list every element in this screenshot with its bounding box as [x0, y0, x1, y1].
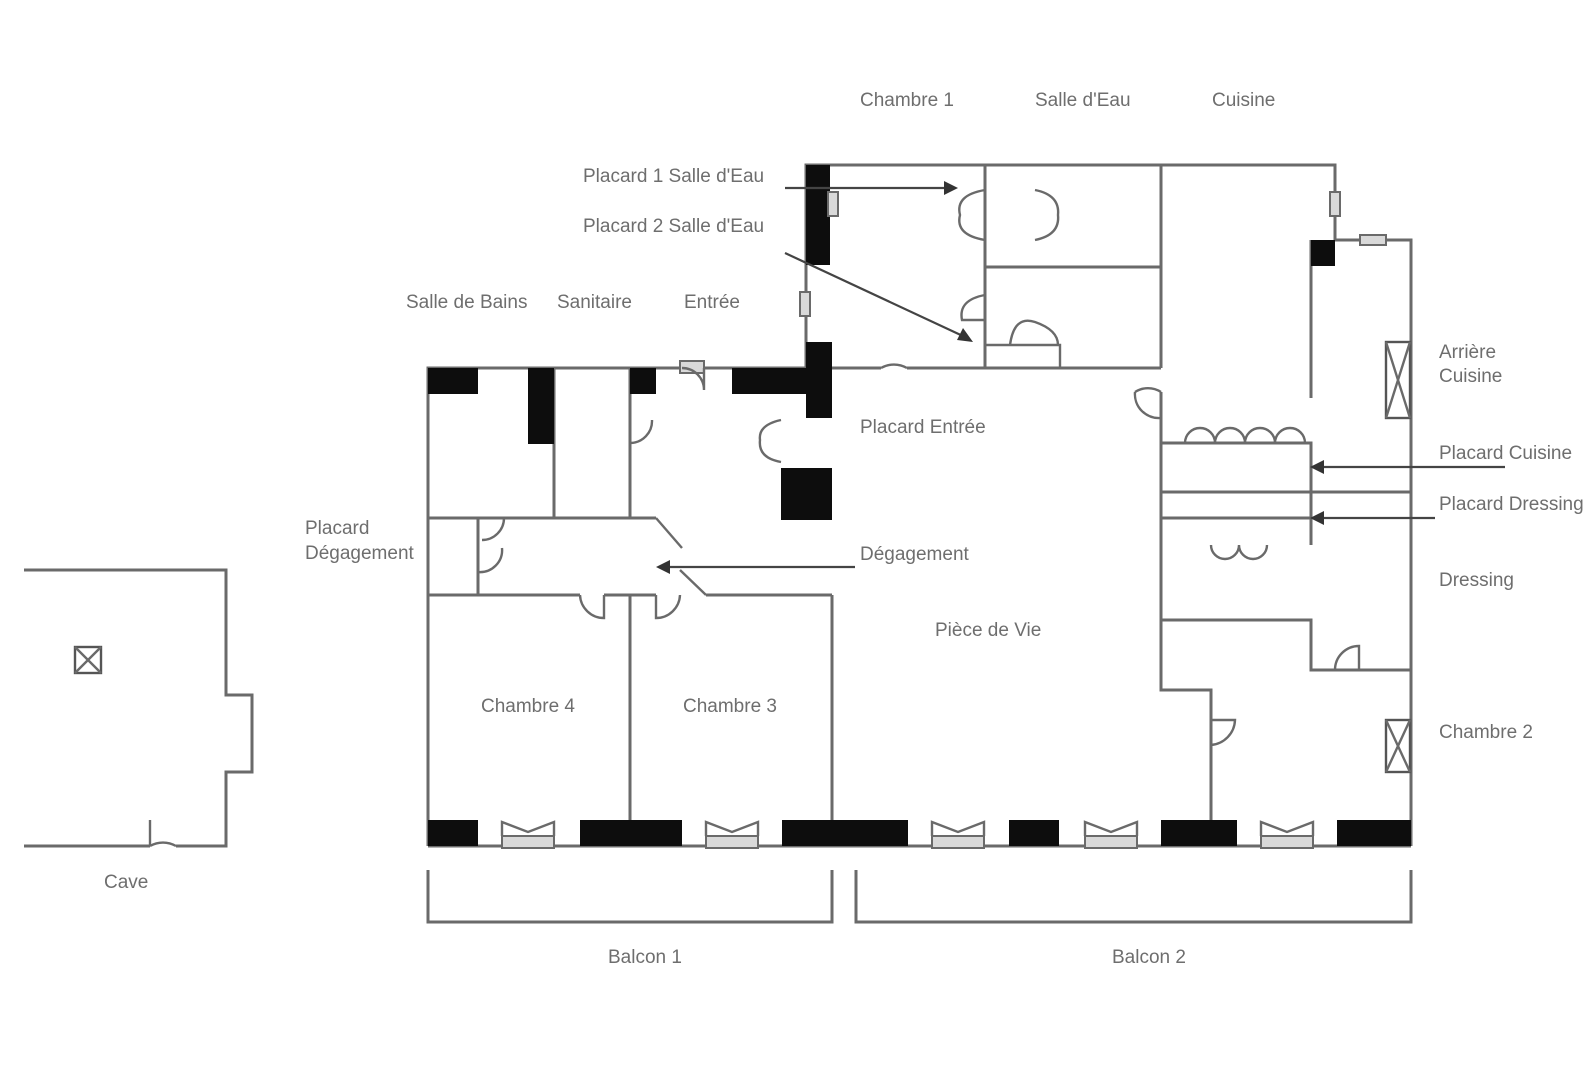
label-placard-degagement-line1: Placard: [305, 518, 369, 539]
label-chambre-4: Chambre 4: [481, 696, 575, 717]
doors: [477, 188, 1361, 747]
label-cuisine: Cuisine: [1212, 90, 1275, 111]
label-salle-eau: Salle d'Eau: [1035, 90, 1131, 111]
leader-arrows: [656, 181, 1505, 574]
label-salle-de-bains: Salle de Bains: [406, 292, 527, 313]
pillars: [428, 165, 1411, 846]
label-placard-2-salle-eau: Placard 2 Salle d'Eau: [583, 216, 764, 237]
balcony-brackets: [426, 870, 1413, 924]
label-chambre-2: Chambre 2: [1439, 722, 1533, 743]
cave-outline: [24, 568, 254, 848]
vent-icons: [1384, 340, 1412, 774]
label-chambre-3: Chambre 3: [683, 696, 777, 717]
windows: [500, 191, 1387, 849]
label-placard-cuisine: Placard Cuisine: [1439, 443, 1572, 464]
label-placard-1-salle-eau: Placard 1 Salle d'Eau: [583, 166, 764, 187]
apartment-walls: [426, 163, 1413, 848]
label-cave: Cave: [104, 872, 148, 893]
label-sanitaire: Sanitaire: [557, 292, 632, 313]
cave-vent-icon: [73, 645, 103, 675]
label-piece-de-vie: Pièce de Vie: [935, 620, 1041, 641]
label-entree: Entrée: [684, 292, 740, 313]
label-balcon-2: Balcon 2: [1112, 947, 1186, 968]
label-placard-entree: Placard Entrée: [860, 417, 986, 438]
label-dressing: Dressing: [1439, 570, 1514, 591]
label-placard-dressing: Placard Dressing: [1439, 494, 1584, 515]
label-arriere-cuisine-line2: Cuisine: [1439, 366, 1502, 387]
label-chambre-1: Chambre 1: [860, 90, 954, 111]
label-placard-degagement-line2: Dégagement: [305, 543, 415, 564]
label-arriere-cuisine-line1: Arrière: [1439, 342, 1496, 363]
room-labels: Chambre 1 Salle d'Eau Cuisine Placard 1 …: [104, 90, 1584, 968]
label-balcon-1: Balcon 1: [608, 947, 682, 968]
label-degagement: Dégagement: [860, 544, 970, 565]
